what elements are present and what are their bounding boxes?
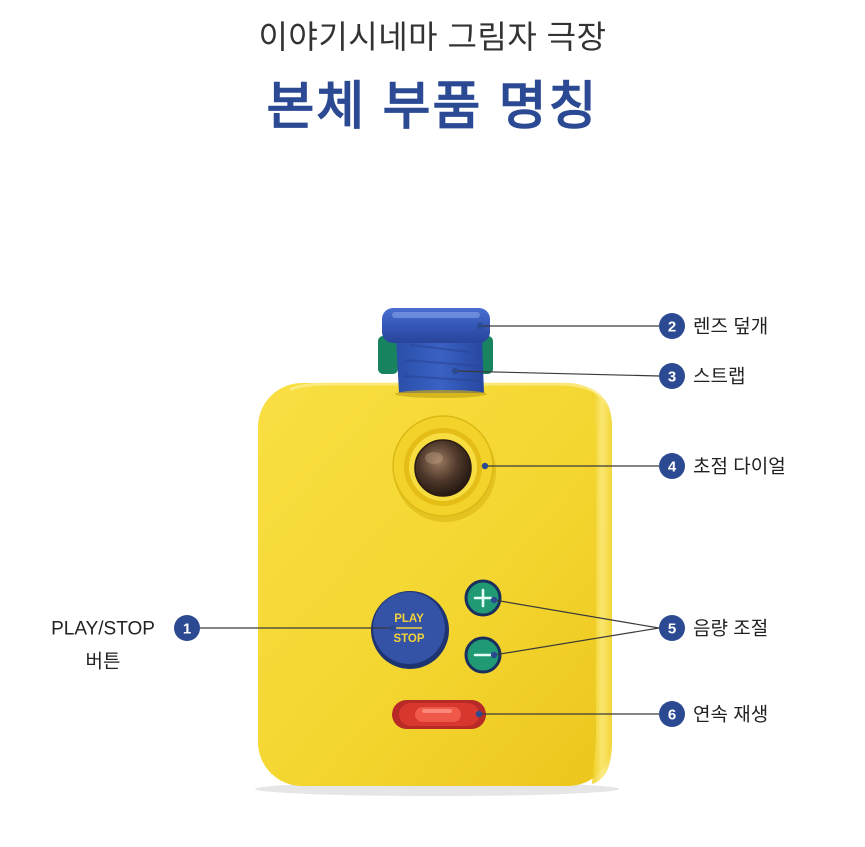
callout-badge-1	[174, 615, 200, 641]
callout-number-4: 4	[668, 459, 677, 476]
page-subtitle: 이야기시네마 그림자 극장	[258, 19, 607, 55]
play-label: PLAY	[394, 613, 424, 625]
lens-cap-highlight	[392, 312, 480, 318]
leader-line-5a	[493, 599, 660, 629]
callout-label-2: 렌즈 덮개	[693, 316, 768, 338]
leader-line-5b	[493, 627, 660, 656]
callout-label-3: 스트랩	[693, 366, 745, 388]
callout-badge-6	[659, 701, 685, 727]
leader-line-3	[454, 370, 660, 377]
strap-clip-left	[378, 336, 398, 374]
anchor-dot-4	[481, 462, 489, 470]
callout-badge-4	[659, 453, 685, 479]
callout-badge-3	[659, 363, 685, 389]
lens-glare	[425, 452, 443, 464]
callout-label-5: 음량 조절	[693, 618, 768, 640]
callout-label-6: 연속 재생	[693, 704, 768, 726]
anchor-dot-5a	[490, 596, 498, 604]
callout-number-1: 1	[183, 621, 191, 638]
stop-label: STOP	[393, 633, 424, 645]
page-title: 본체 부품 명칭	[266, 78, 599, 136]
callout-label-1-line2: 버튼	[86, 651, 121, 673]
strap-texture	[403, 344, 481, 382]
callout-label-4: 초점 다이얼	[693, 456, 786, 478]
callout-number-3: 3	[668, 369, 676, 386]
strap-slot-shadow	[395, 390, 487, 398]
anchor-dot-2	[476, 322, 484, 330]
switch-glare	[422, 709, 452, 713]
device-body	[258, 383, 612, 786]
callout-number-6: 6	[668, 707, 676, 724]
device-side-face	[592, 392, 612, 784]
callout-badge-2	[659, 313, 685, 339]
callout-number-2: 2	[668, 319, 676, 336]
callout-badge-5	[659, 615, 685, 641]
anchor-dot-1	[389, 624, 397, 632]
anchor-dot-3	[451, 367, 459, 375]
anchor-dot-5b	[490, 651, 498, 659]
callout-label-1: PLAY/STOP	[51, 619, 155, 640]
lens	[414, 439, 472, 497]
plus-icon	[473, 588, 493, 608]
anchor-dot-6	[475, 710, 483, 718]
callout-number-5: 5	[668, 621, 676, 638]
